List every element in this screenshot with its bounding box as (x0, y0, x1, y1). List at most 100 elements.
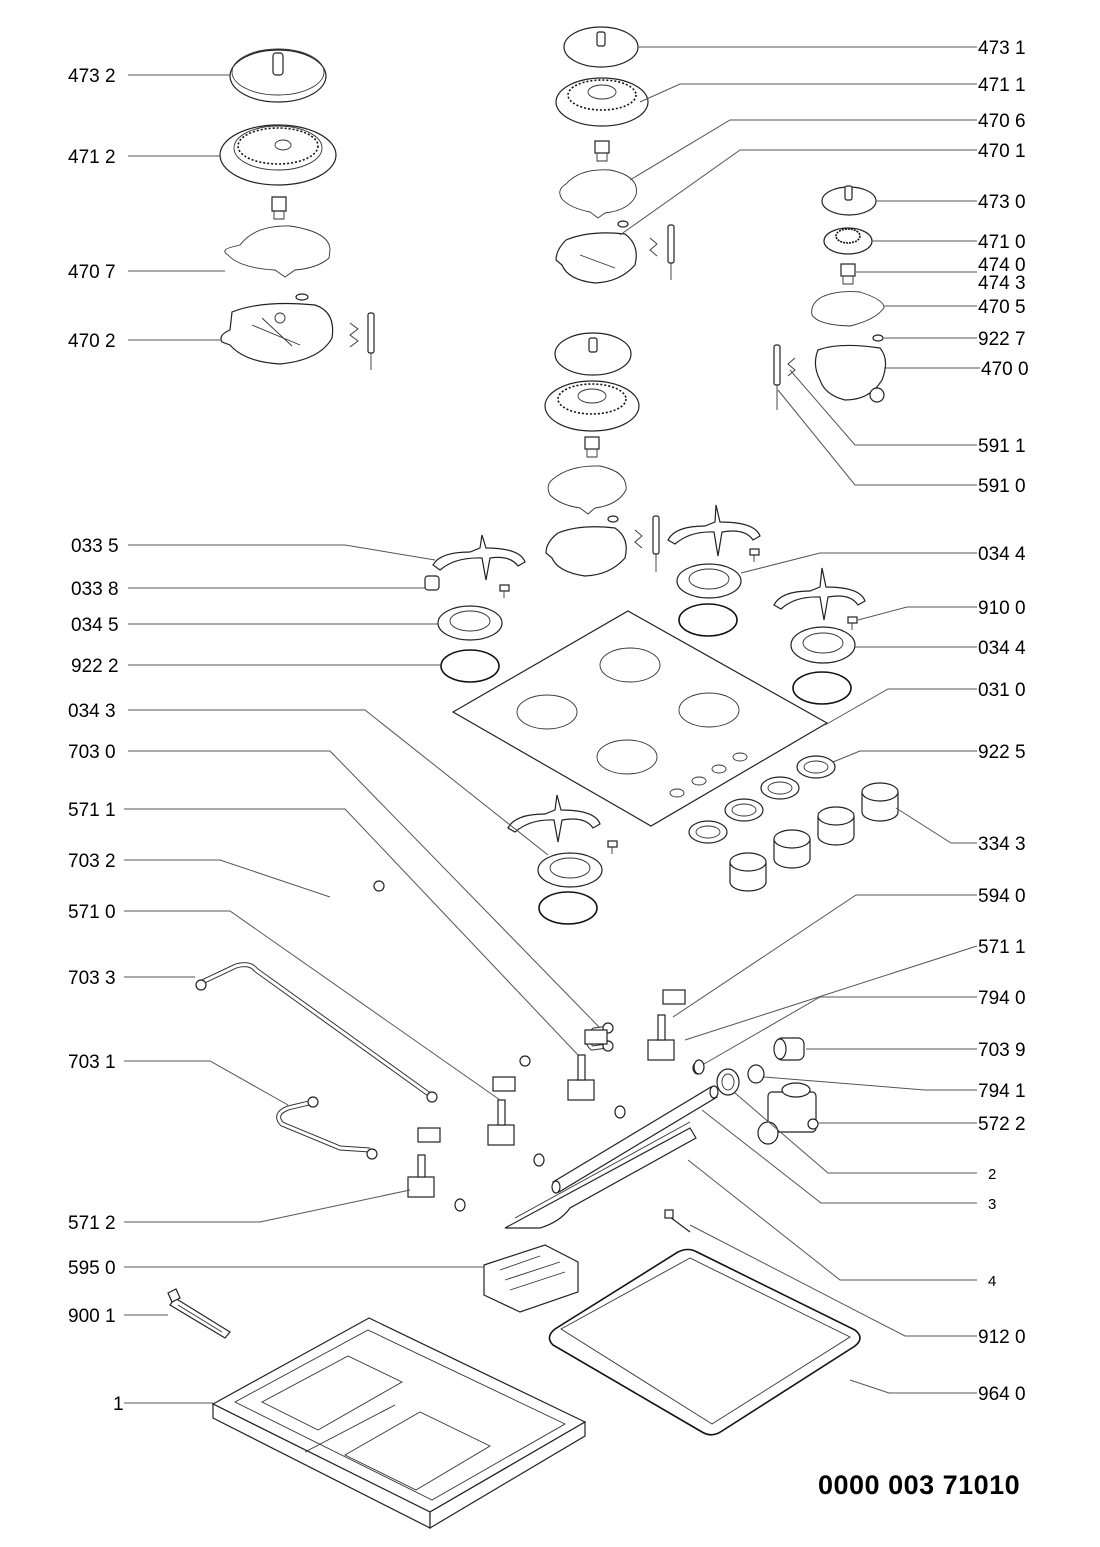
burner-gasket-1 (559, 169, 637, 219)
label-473-2: 473 2 (68, 66, 116, 87)
burner-cap-small (821, 185, 877, 216)
label-703-1: 703 1 (68, 1052, 116, 1073)
burner-base-large (220, 302, 334, 365)
pan-support-left (432, 534, 526, 581)
document-code: 0000 003 71010 (818, 1470, 1021, 1500)
label-033-5: 033 5 (71, 536, 119, 557)
burner-gasket-large (224, 225, 331, 278)
label-034-4-a: 034 4 (978, 544, 1026, 565)
washer-1 (617, 220, 629, 228)
gas-pipe-703-2 (329, 880, 531, 1067)
label-571-1-right: 571 1 (978, 937, 1026, 958)
label-471-0: 471 0 (978, 232, 1026, 253)
gas-tap-571-1-left (567, 1029, 626, 1119)
leader-lines (124, 46, 980, 1404)
seal-ring-left (440, 649, 500, 683)
elbow-fitting-703-9 (773, 1037, 805, 1061)
hex-nut-2 (716, 1068, 740, 1096)
washer-794-1 (747, 1064, 765, 1084)
gas-pipe-703-3 (195, 962, 438, 1103)
label-703-9: 703 9 (978, 1040, 1026, 1061)
label-595-0: 595 0 (68, 1258, 116, 1279)
label-572-2: 572 2 (978, 1114, 1026, 1135)
burner-ring-center (676, 563, 742, 599)
ignition-electrode-2 (634, 515, 660, 572)
label-900-1: 900 1 (68, 1306, 116, 1327)
label-031-0: 031 0 (978, 680, 1026, 701)
manifold-tube (551, 1085, 719, 1194)
label-703-3: 703 3 (68, 968, 116, 989)
pan-support-center (667, 504, 761, 557)
label-470-5: 470 5 (978, 297, 1026, 318)
injector-1 (594, 140, 610, 162)
pan-support-front (507, 794, 601, 843)
part-drawings (167, 26, 899, 1530)
burner-crown-small (823, 227, 873, 255)
label-910-0: 910 0 (978, 598, 1026, 619)
control-knobs (729, 782, 899, 892)
label-334-3: 334 3 (978, 834, 1026, 855)
ignition-electrode-1 (649, 224, 675, 280)
label-034-3: 034 3 (68, 701, 116, 722)
clip-900-1 (167, 1288, 231, 1339)
label-794-0: 794 0 (978, 988, 1026, 1009)
washer-small (872, 334, 884, 342)
screw-1 (499, 584, 510, 598)
label-591-1: 591 1 (978, 436, 1026, 457)
screw-4 (607, 840, 618, 854)
ignition-electrode-small (773, 344, 796, 410)
washer-794-0 (693, 1059, 705, 1075)
injector-2 (584, 436, 600, 458)
label-033-8: 033 8 (71, 579, 119, 600)
label-703-2: 703 2 (68, 851, 116, 872)
washer-2 (607, 515, 619, 523)
burner-ring-right (790, 626, 856, 664)
left-labels: 473 2 471 2 470 7 470 2 033 5 033 8 034 … (68, 66, 124, 1415)
label-964-0: 964 0 (978, 1384, 1026, 1405)
burner-gasket-small (811, 291, 885, 327)
label-912-0: 912 0 (978, 1327, 1026, 1348)
right-labels: 473 1 471 1 470 6 470 1 473 0 471 0 474 … (978, 38, 1029, 1405)
label-922-2: 922 2 (71, 656, 119, 677)
burner-crown-1 (555, 77, 649, 127)
burner-base-1 (555, 232, 637, 284)
label-034-4-b: 034 4 (978, 638, 1026, 659)
label-470-6: 470 6 (978, 111, 1026, 132)
label-474-0: 474 0 (978, 255, 1026, 276)
label-470-0: 470 0 (981, 359, 1029, 380)
label-922-5: 922 5 (978, 742, 1026, 763)
seal-ring-center (678, 603, 738, 637)
label-571-2: 571 2 (68, 1213, 116, 1234)
seal-ring-front (538, 891, 598, 925)
label-571-1-left: 571 1 (68, 800, 116, 821)
burner-cap-1 (563, 26, 639, 68)
label-1: 1 (113, 1394, 124, 1415)
gasket-964-0 (548, 1248, 861, 1436)
label-591-0: 591 0 (978, 476, 1026, 497)
label-4: 4 (988, 1273, 996, 1290)
hob-top-plate (451, 610, 829, 827)
manifold-rail (504, 1121, 697, 1229)
seal-ring-right (792, 671, 852, 705)
injector-large (271, 196, 287, 220)
screw-3 (847, 616, 858, 630)
base-tray-1 (211, 1317, 587, 1530)
label-470-1: 470 1 (978, 141, 1026, 162)
spacer-033-8 (424, 575, 440, 591)
gas-tap-571-0 (487, 1076, 545, 1167)
label-473-0: 473 0 (978, 192, 1026, 213)
burner-base-2 (545, 526, 627, 577)
label-703-0: 703 0 (68, 742, 116, 763)
injector-small (840, 263, 856, 285)
burner-ring-left (437, 605, 503, 641)
label-922-7: 922 7 (978, 329, 1026, 350)
label-794-1: 794 1 (978, 1081, 1026, 1102)
label-034-5: 034 5 (71, 615, 119, 636)
label-471-1: 471 1 (978, 75, 1026, 96)
gas-tap-571-2 (407, 1127, 466, 1212)
burner-cap-large (229, 48, 327, 103)
label-470-7: 470 7 (68, 262, 116, 283)
label-2: 2 (988, 1166, 996, 1183)
screw-2 (749, 548, 760, 562)
